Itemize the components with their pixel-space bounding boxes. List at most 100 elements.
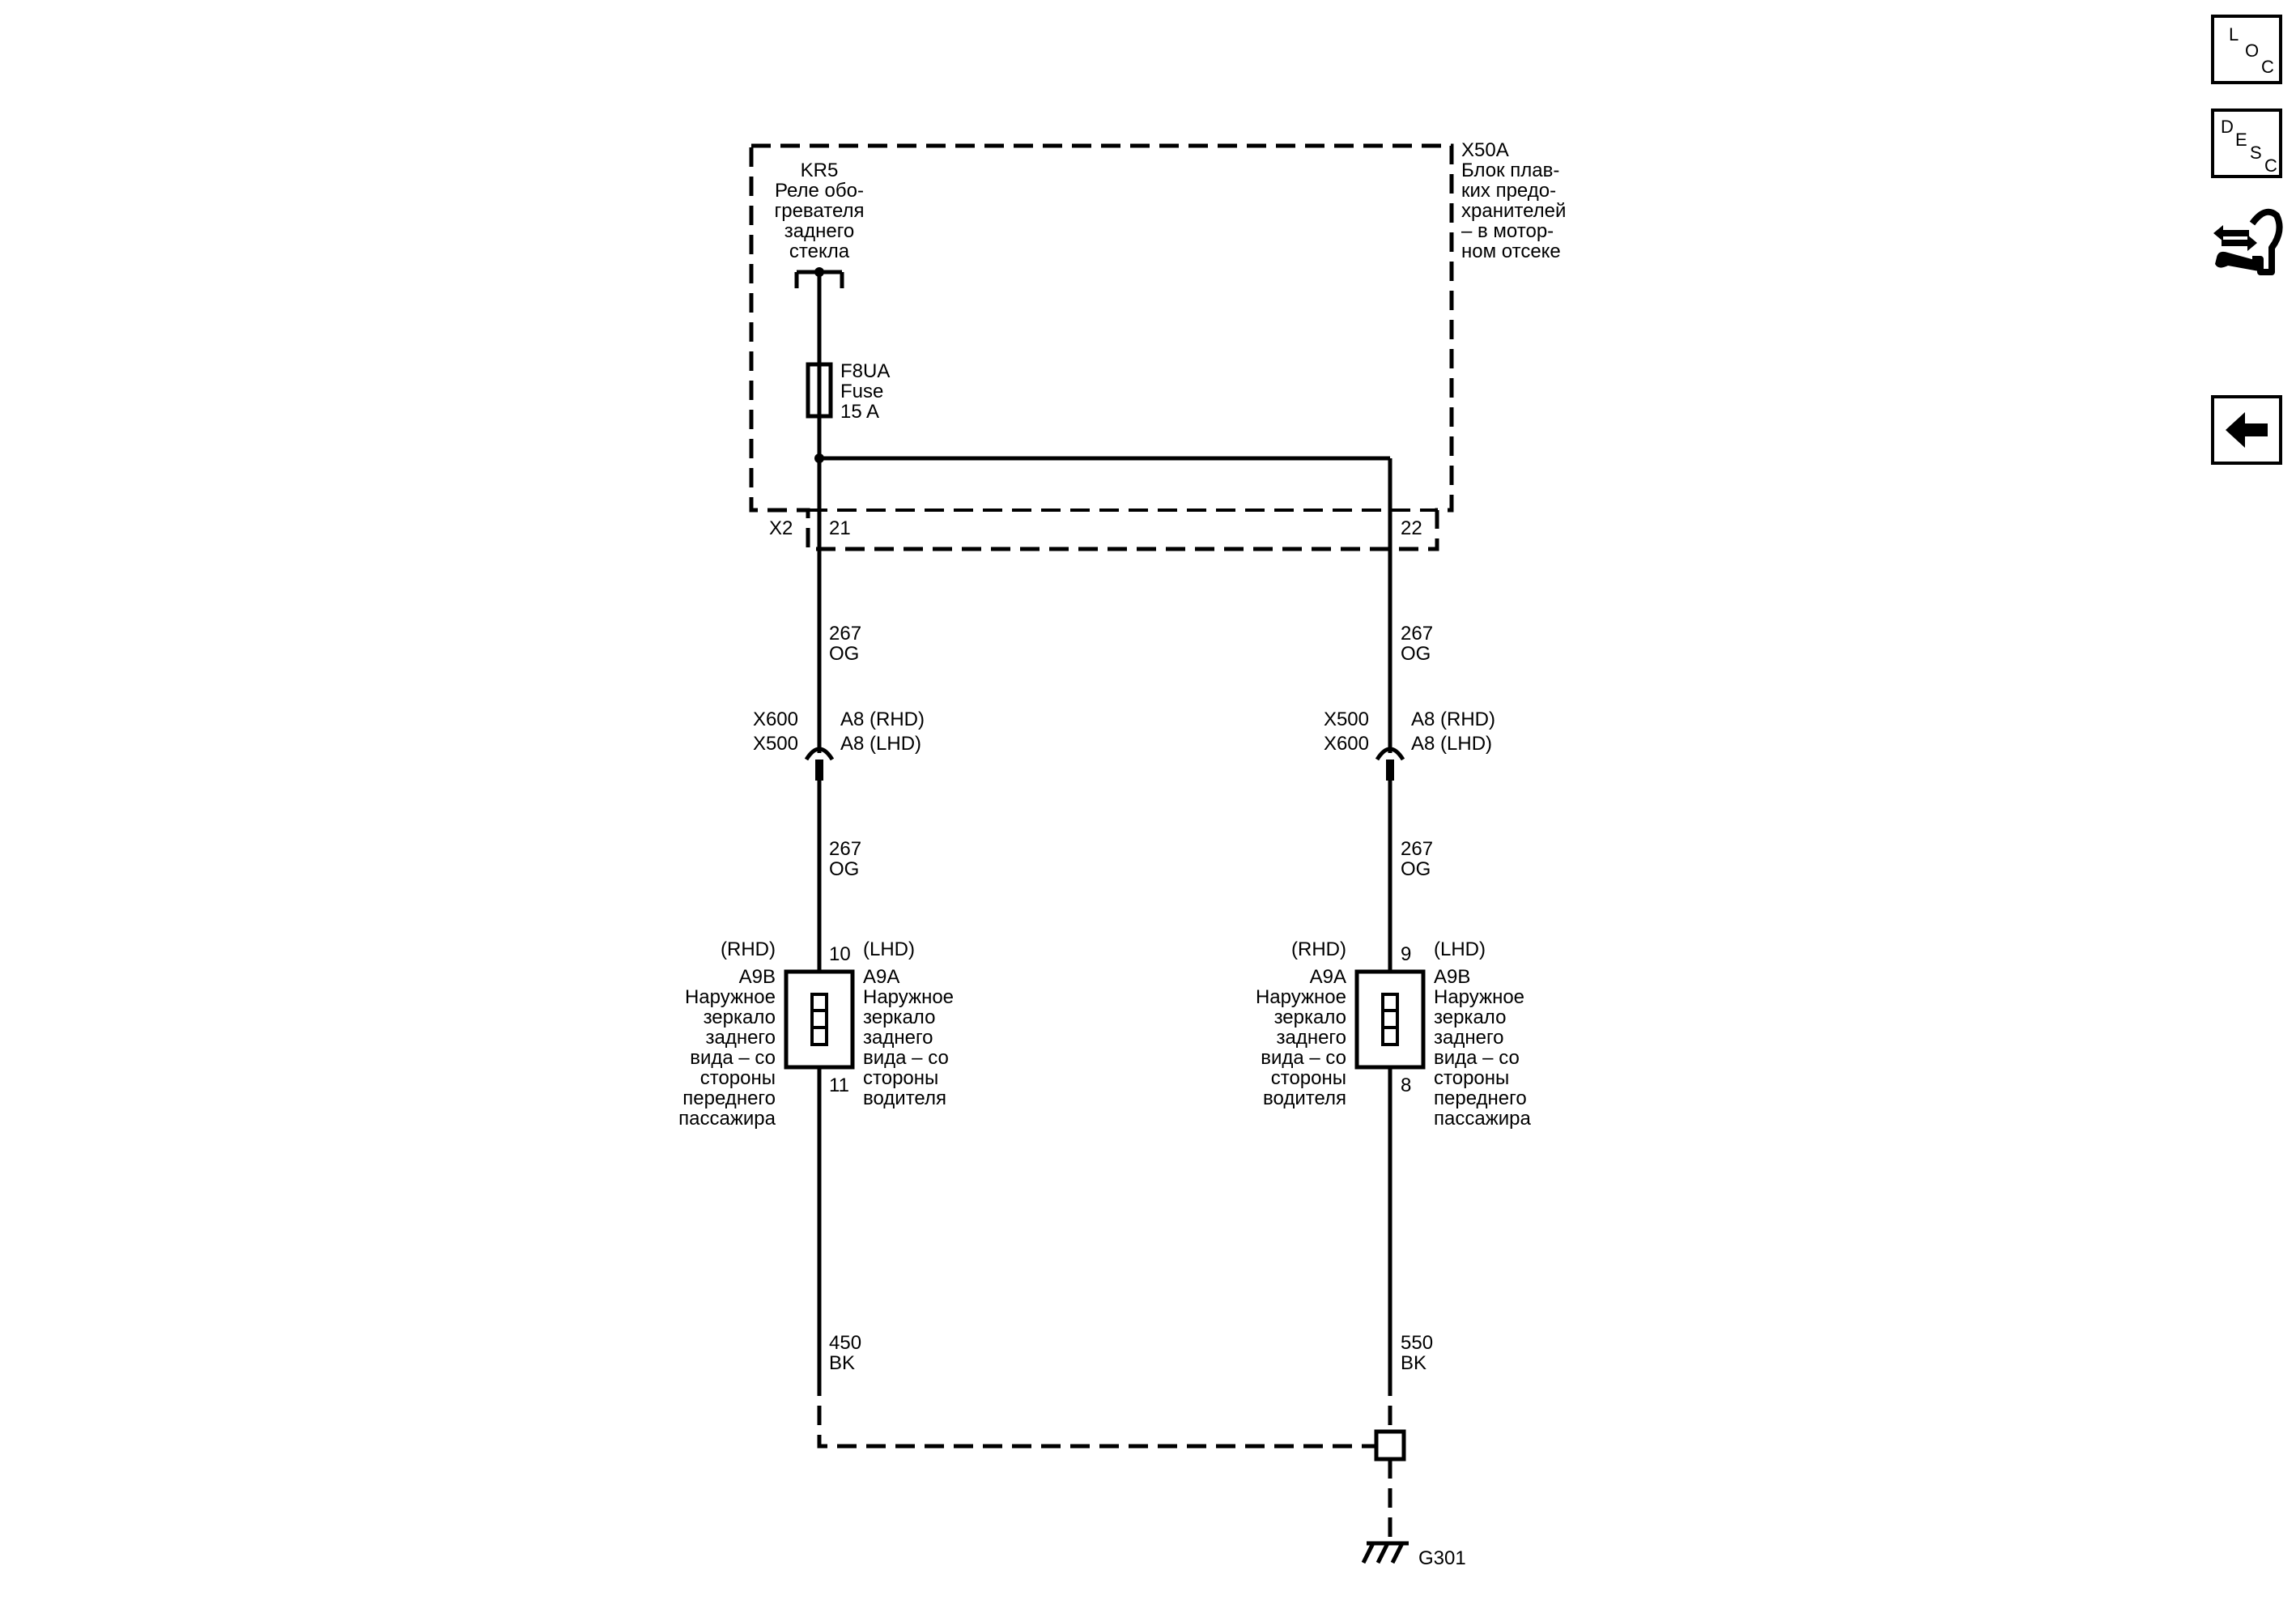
svg-text:Наружное: Наружное	[685, 986, 776, 1008]
fuse-block-outline	[749, 143, 1454, 551]
mirror-left-pin-bottom: 11	[829, 1074, 849, 1096]
svg-text:водителя: водителя	[863, 1087, 946, 1109]
desc-letter-d: D	[2221, 117, 2234, 137]
loc-letter-o: O	[2245, 40, 2260, 61]
fuse-block-name-2: ких предо-	[1461, 180, 1556, 202]
mirror-left-lhd-label: (LHD)	[863, 938, 915, 960]
svg-text:Наружное: Наружное	[1434, 986, 1524, 1008]
connector-tool-icon-graphic	[2213, 208, 2283, 275]
svg-text:A9A: A9A	[1310, 966, 1346, 988]
inline-right-pin-1: A8 (RHD)	[1411, 709, 1495, 730]
mirror-right-lhd-text: A9B Наружное зеркало заднего вида – со с…	[1434, 966, 1532, 1130]
fuse-block-name-3: хранителей	[1461, 200, 1566, 222]
ground-splice-box	[1374, 1429, 1406, 1462]
loc-letter-l: L	[2229, 24, 2239, 45]
mirror-right-lhd-label: (LHD)	[1434, 938, 1486, 960]
fuse-rating: 15 A	[840, 401, 879, 423]
mirror-left-rhd-label: (RHD)	[721, 938, 776, 960]
ground-dashed-path	[817, 1377, 1376, 1449]
connector-tool-icon[interactable]	[2207, 201, 2288, 282]
fuse-block-id: X50A	[1461, 139, 1509, 161]
svg-text:заднего: заднего	[863, 1027, 933, 1049]
wire-right-gnd-circuit: 550	[1401, 1332, 1433, 1354]
svg-text:зеркало: зеркало	[704, 1006, 776, 1028]
svg-text:заднего: заднего	[1434, 1027, 1504, 1049]
wire-left-gnd-color: BK	[829, 1352, 855, 1374]
svg-text:зеркало: зеркало	[1274, 1006, 1346, 1028]
wire-right-top-circuit: 267	[1401, 623, 1433, 645]
wire-right-gnd-color: BK	[1401, 1352, 1426, 1374]
svg-text:вида – со: вида – со	[863, 1047, 949, 1069]
svg-text:заднего: заднего	[1276, 1027, 1346, 1049]
inline-left-pin-1: A8 (RHD)	[840, 709, 925, 730]
mirror-right-pin-bottom: 8	[1401, 1074, 1411, 1096]
loc-letter-c: C	[2261, 57, 2274, 77]
svg-text:A9A: A9A	[863, 966, 899, 988]
inline-connector-left-symbol	[804, 747, 835, 781]
svg-text:стороны: стороны	[700, 1067, 776, 1089]
loc-button[interactable]: L O C	[2211, 15, 2282, 84]
ground-id: G301	[1418, 1547, 1466, 1569]
relay-id: KR5	[801, 160, 839, 181]
back-button[interactable]	[2211, 395, 2282, 465]
svg-text:переднего: переднего	[1434, 1087, 1527, 1109]
back-arrow-icon	[2226, 412, 2268, 448]
wire-left-mid-circuit: 267	[829, 838, 861, 860]
pin-22-label: 22	[1401, 517, 1422, 539]
inline-right-name-2: X600	[1324, 733, 1369, 755]
svg-text:вида – со: вида – со	[690, 1047, 776, 1069]
mirror-right-rhd-label: (RHD)	[1291, 938, 1346, 960]
mirror-left-symbol	[784, 969, 855, 1070]
svg-text:пассажира: пассажира	[678, 1108, 776, 1130]
inline-left-name-2: X500	[753, 733, 798, 755]
desc-letter-s: S	[2250, 143, 2262, 163]
fuse-block-name-4: – в мотор-	[1461, 220, 1554, 242]
desc-letter-e: E	[2235, 130, 2247, 150]
svg-text:вида – со: вида – со	[1261, 1047, 1346, 1069]
svg-text:Наружное: Наружное	[863, 986, 954, 1008]
desc-letter-c: C	[2264, 155, 2277, 176]
mirror-right-rhd-text: A9A Наружное зеркало заднего вида – со с…	[1256, 966, 1346, 1109]
fuse-block-name-1: Блок плав-	[1461, 160, 1559, 181]
desc-button[interactable]: D E S C	[2211, 109, 2282, 178]
wire-right-mid-circuit: 267	[1401, 838, 1433, 860]
relay-name-3: заднего	[784, 220, 855, 242]
svg-text:заднего: заднего	[705, 1027, 776, 1049]
svg-text:Наружное: Наружное	[1256, 986, 1346, 1008]
mirror-right-symbol	[1354, 969, 1426, 1070]
svg-text:водителя: водителя	[1263, 1087, 1346, 1109]
svg-text:пассажира: пассажира	[1434, 1108, 1532, 1130]
wire-left-mid-color: OG	[829, 858, 859, 880]
inline-left-pin-2: A8 (LHD)	[840, 733, 921, 755]
svg-text:A9B: A9B	[739, 966, 776, 988]
mirror-right-pin-top: 9	[1401, 943, 1411, 965]
svg-text:стороны: стороны	[1271, 1067, 1346, 1089]
wire-right-top-color: OG	[1401, 643, 1431, 665]
mirror-left-pin-top: 10	[829, 943, 851, 965]
relay-name-1: Реле обо-	[775, 180, 864, 202]
mirror-left-rhd-text: A9B Наружное зеркало заднего вида – со с…	[678, 966, 776, 1130]
wire-left-top-color: OG	[829, 643, 859, 665]
connector-x2-label: X2	[769, 517, 793, 539]
svg-text:стороны: стороны	[1434, 1067, 1509, 1089]
svg-text:стороны: стороны	[863, 1067, 938, 1089]
inline-right-pin-2: A8 (LHD)	[1411, 733, 1492, 755]
pin-21-label: 21	[829, 517, 851, 539]
mirror-left-lhd-text: A9A Наружное зеркало заднего вида – со с…	[863, 966, 954, 1109]
fuse-id: F8UA	[840, 360, 890, 382]
ground-g301-symbol	[1361, 1541, 1409, 1564]
svg-text:зеркало: зеркало	[863, 1006, 935, 1028]
svg-text:A9B: A9B	[1434, 966, 1470, 988]
inline-left-name-1: X600	[753, 709, 798, 730]
wire-right-mid-color: OG	[1401, 858, 1431, 880]
inline-right-name-1: X500	[1324, 709, 1369, 730]
inline-connector-right-symbol	[1375, 747, 1405, 781]
relay-name-4: стекла	[789, 240, 850, 262]
svg-text:зеркало: зеркало	[1434, 1006, 1506, 1028]
svg-text:вида – со: вида – со	[1434, 1047, 1520, 1069]
svg-text:переднего: переднего	[682, 1087, 776, 1109]
wire-left-gnd-circuit: 450	[829, 1332, 861, 1354]
wire-left-top-circuit: 267	[829, 623, 861, 645]
relay-name-2: гревателя	[774, 200, 864, 222]
